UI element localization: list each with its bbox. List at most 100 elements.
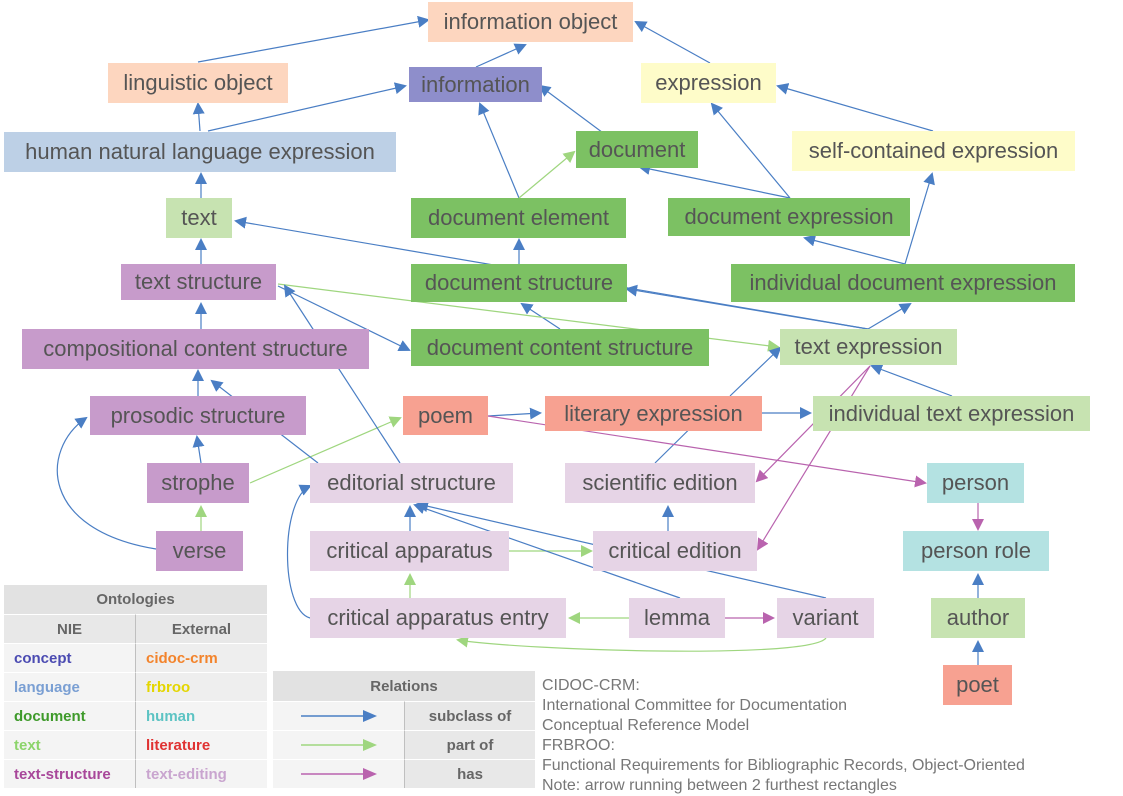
note-line: International Committee for Documentatio…: [542, 697, 848, 714]
edge-linguistic-object-to-information-object: [197, 15, 430, 63]
node-lemma: lemma: [629, 598, 725, 638]
nie-ontology-entry: language: [4, 672, 135, 701]
node-compositional-content-structure: compositional content structure: [22, 329, 369, 369]
node-text-expression: text expression: [780, 329, 957, 365]
edge-document-expression-to-document: [638, 163, 791, 199]
node-label: poet: [956, 672, 999, 697]
node-verse: verse: [156, 531, 243, 571]
note-line: FRBROO:: [542, 737, 615, 754]
node-label: self-contained expression: [808, 138, 1059, 163]
node-label: compositional content structure: [43, 336, 348, 361]
node-poet: poet: [943, 665, 1012, 705]
nie-ontology-entry: text: [4, 730, 135, 759]
edge-document-expression-to-expression: [710, 102, 791, 199]
nie-ontology-entry: text-structure: [4, 759, 135, 788]
node-label: document element: [428, 205, 609, 230]
node-prosodic-structure: prosodic structure: [90, 396, 306, 435]
relation-arrow-icon: [300, 710, 377, 722]
node-label: literary expression: [564, 400, 743, 426]
ontologies-title: Ontologies: [4, 585, 267, 614]
node-label: document content structure: [426, 334, 694, 360]
external-ontology-entry: text-editing: [135, 759, 267, 788]
node-individual-text-expression: individual text expression: [813, 396, 1090, 431]
edge-variant-to-apparatus-entry: [456, 635, 827, 652]
node-label: prosodic structure: [110, 402, 286, 428]
edge-text-expression-to-document-structure: [625, 284, 869, 330]
node-variant: variant: [777, 598, 874, 638]
node-information: information: [409, 67, 542, 102]
edge-individual-doc-expr-to-self-contained: [904, 172, 935, 265]
node-label: text structure: [134, 269, 263, 294]
edge-text-expression-to-critical-edition: [756, 365, 871, 551]
abbreviation-notes: CIDOC-CRM: International Committee for D…: [542, 676, 1102, 796]
node-label: lemma: [643, 605, 710, 630]
edge-editorial-to-text-structure: [283, 284, 401, 464]
node-text: text: [166, 198, 232, 238]
edge-hnle-to-linguistic-object: [192, 102, 205, 132]
node-label: editorial structure: [327, 470, 496, 495]
external-ontology-entry: frbroo: [135, 672, 267, 701]
node-editorial-structure: editorial structure: [310, 463, 513, 503]
node-label: linguistic object: [123, 70, 273, 95]
node-critical-apparatus-entry: critical apparatus entry: [310, 598, 566, 638]
relation-swatch-has: [273, 759, 404, 788]
node-author: author: [931, 598, 1025, 638]
node-label: strophe: [161, 470, 235, 495]
external-ontology-entry: human: [135, 701, 267, 730]
edge-hnle-to-information: [207, 82, 407, 132]
node-document-content-structure: document content structure: [411, 329, 709, 366]
edge-literary-expression-to-text-expression: [729, 346, 782, 397]
node-label: critical edition: [608, 538, 742, 563]
note-line: Note: arrow running between 2 furthest r…: [542, 777, 897, 794]
nie-header: NIE: [4, 614, 135, 643]
edge-verse-to-prosodic: [56, 416, 157, 550]
node-label: document structure: [424, 270, 614, 295]
relations-title: Relations: [273, 671, 535, 701]
node-label: scientific edition: [582, 470, 738, 495]
node-label: human natural language expression: [25, 139, 375, 164]
node-label: critical apparatus entry: [327, 605, 549, 630]
node-label: poem: [417, 402, 474, 428]
node-document-structure: document structure: [411, 264, 627, 302]
node-label: text expression: [794, 334, 943, 359]
node-critical-apparatus: critical apparatus: [310, 531, 509, 571]
node-literary-expression: literary expression: [545, 396, 762, 431]
node-strophe: strophe: [147, 463, 249, 503]
node-document: document: [576, 131, 698, 168]
relation-label: has: [404, 759, 535, 788]
node-person: person: [927, 463, 1024, 503]
edge-information-to-information-object: [475, 43, 527, 68]
note-line: Conceptual Reference Model: [542, 717, 750, 734]
node-expression: expression: [641, 63, 776, 103]
node-label: text: [181, 205, 217, 230]
external-ontology-entry: cidoc-crm: [135, 643, 267, 672]
node-label: critical apparatus: [326, 538, 493, 563]
edge-text-expression-to-individual-doc-expr: [867, 302, 912, 330]
node-document-element: document element: [411, 198, 626, 238]
node-label: person role: [920, 538, 1032, 563]
node-linguistic-object: linguistic object: [108, 63, 288, 103]
node-individual-document-expression: individual document expression: [731, 264, 1075, 302]
relation-swatch-part-of: [273, 730, 404, 759]
node-label: document: [588, 136, 686, 162]
note-line: Functional Requirements for Bibliographi…: [542, 757, 1025, 774]
edge-lemma-to-editorial: [413, 502, 681, 599]
edge-text-structure-to-doc-content: [277, 285, 411, 352]
note-line: CIDOC-CRM:: [542, 677, 640, 694]
node-scientific-edition: scientific edition: [565, 463, 755, 503]
edge-self-contained-to-expression: [776, 83, 934, 132]
relation-label: subclass of: [404, 701, 535, 730]
edge-document-element-to-document: [518, 150, 576, 199]
node-label: variant: [792, 605, 859, 630]
relation-swatch-subclass-of: [273, 701, 404, 730]
node-self-contained-expression: self-contained expression: [792, 131, 1075, 171]
edge-expression-to-information-object: [634, 21, 711, 64]
edge-strophe-to-prosodic: [192, 435, 205, 464]
node-text-structure: text structure: [121, 264, 276, 300]
nie-ontology-entry: concept: [4, 643, 135, 672]
node-poem: poem: [403, 396, 488, 435]
edge-doc-content-to-document-structure: [520, 302, 561, 330]
